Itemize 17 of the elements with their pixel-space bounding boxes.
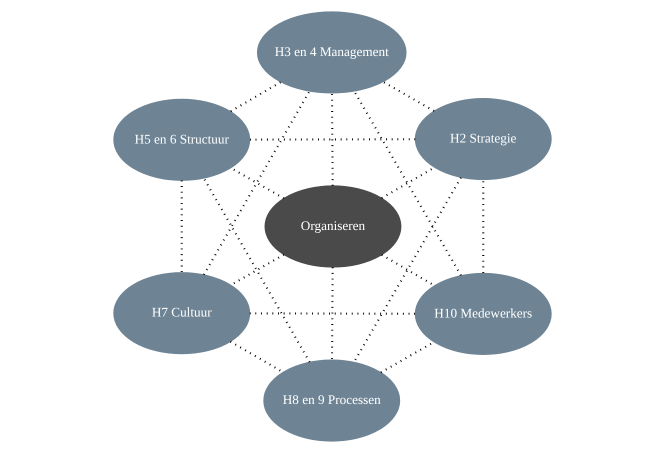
node-ellipse: H3 en 4 Management xyxy=(256,11,407,94)
connector xyxy=(250,138,416,141)
connector xyxy=(230,81,282,112)
node-ellipse: H10 Medewerkers xyxy=(414,272,552,355)
node-ellipse: H8 en 9 Processen xyxy=(263,360,400,442)
connector xyxy=(353,177,462,362)
connector xyxy=(202,90,310,276)
connector xyxy=(381,254,435,286)
node-ellipse: H7 Cultuur xyxy=(113,272,250,354)
connector xyxy=(381,166,435,199)
node-ellipse: H2 Strategie xyxy=(414,98,552,180)
node-ellipse: Organiseren xyxy=(264,185,402,268)
connector xyxy=(250,312,416,315)
connector xyxy=(382,81,435,112)
connector xyxy=(353,90,462,276)
connector xyxy=(203,178,310,363)
node-ellipse: H5 en 6 Structuur xyxy=(113,98,250,181)
